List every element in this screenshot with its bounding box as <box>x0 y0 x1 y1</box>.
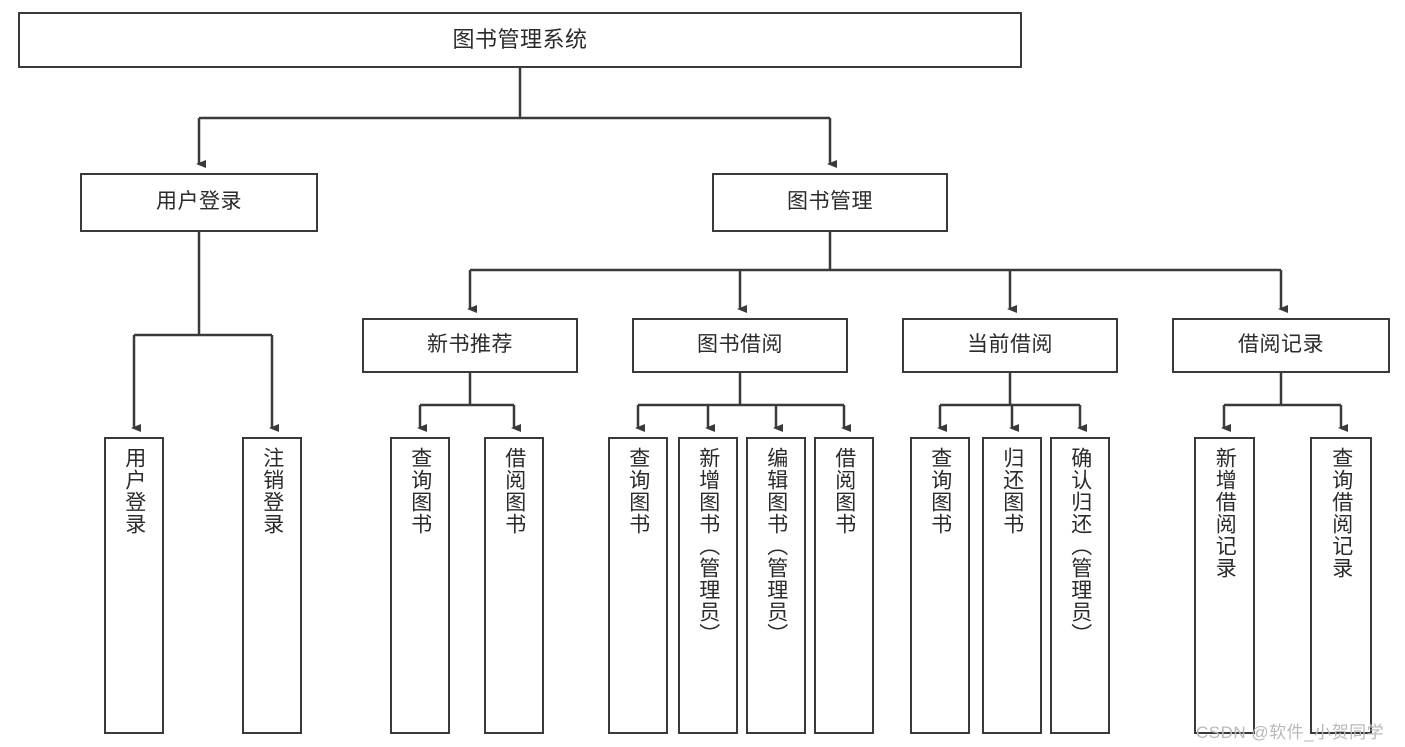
node-label: 图书借阅 <box>697 333 783 357</box>
node-label: 新书推荐 <box>427 333 513 357</box>
node-edit-book-admin[interactable]: 编辑图书（管理员） <box>746 437 806 734</box>
node-borrow-book-1[interactable]: 借阅图书 <box>484 437 544 734</box>
node-label: 新增图书（管理员） <box>696 447 720 645</box>
node-book-borrow[interactable]: 图书借阅 <box>632 318 848 373</box>
watermark: CSDN @软件_小贺同学 <box>1196 718 1384 743</box>
node-label: 注销登录 <box>260 447 284 535</box>
node-add-book-admin[interactable]: 新增图书（管理员） <box>678 437 738 734</box>
node-new-book-recommend[interactable]: 新书推荐 <box>362 318 578 373</box>
node-label: 查询图书 <box>626 447 650 535</box>
node-user-login[interactable]: 用户登录 <box>80 173 318 232</box>
node-label: 图书管理 <box>787 190 873 214</box>
node-query-borrow-record[interactable]: 查询借阅记录 <box>1310 437 1372 734</box>
node-label: 归还图书 <box>1000 447 1024 535</box>
node-query-book-2[interactable]: 查询图书 <box>608 437 668 734</box>
node-query-book-1[interactable]: 查询图书 <box>390 437 450 734</box>
node-label: 新增借阅记录 <box>1213 447 1237 579</box>
node-confirm-return-admin[interactable]: 确认归还（管理员） <box>1050 437 1110 734</box>
node-return-book[interactable]: 归还图书 <box>982 437 1042 734</box>
watermark-text: CSDN @软件_小贺同学 <box>1196 723 1385 742</box>
node-label: 查询图书 <box>928 447 952 535</box>
node-query-book-3[interactable]: 查询图书 <box>910 437 970 734</box>
node-root[interactable]: 图书管理系统 <box>18 12 1022 68</box>
node-user-login-leaf[interactable]: 用户登录 <box>104 437 164 734</box>
node-label: 借阅图书 <box>832 447 856 535</box>
node-label: 图书管理系统 <box>452 27 588 53</box>
node-borrow-book-2[interactable]: 借阅图书 <box>814 437 874 734</box>
node-label: 确认归还（管理员） <box>1068 447 1092 645</box>
node-label: 借阅记录 <box>1238 333 1324 357</box>
node-label: 借阅图书 <box>502 447 526 535</box>
node-borrow-record[interactable]: 借阅记录 <box>1172 318 1390 373</box>
node-label: 当前借阅 <box>967 333 1053 357</box>
node-book-management[interactable]: 图书管理 <box>712 173 948 232</box>
node-label: 用户登录 <box>122 447 146 535</box>
node-logout-leaf[interactable]: 注销登录 <box>242 437 302 734</box>
node-add-borrow-record[interactable]: 新增借阅记录 <box>1194 437 1255 734</box>
node-label: 编辑图书（管理员） <box>764 447 788 645</box>
node-label: 用户登录 <box>156 190 242 214</box>
node-label: 查询借阅记录 <box>1329 447 1353 579</box>
node-label: 查询图书 <box>408 447 432 535</box>
node-current-borrow[interactable]: 当前借阅 <box>902 318 1118 373</box>
